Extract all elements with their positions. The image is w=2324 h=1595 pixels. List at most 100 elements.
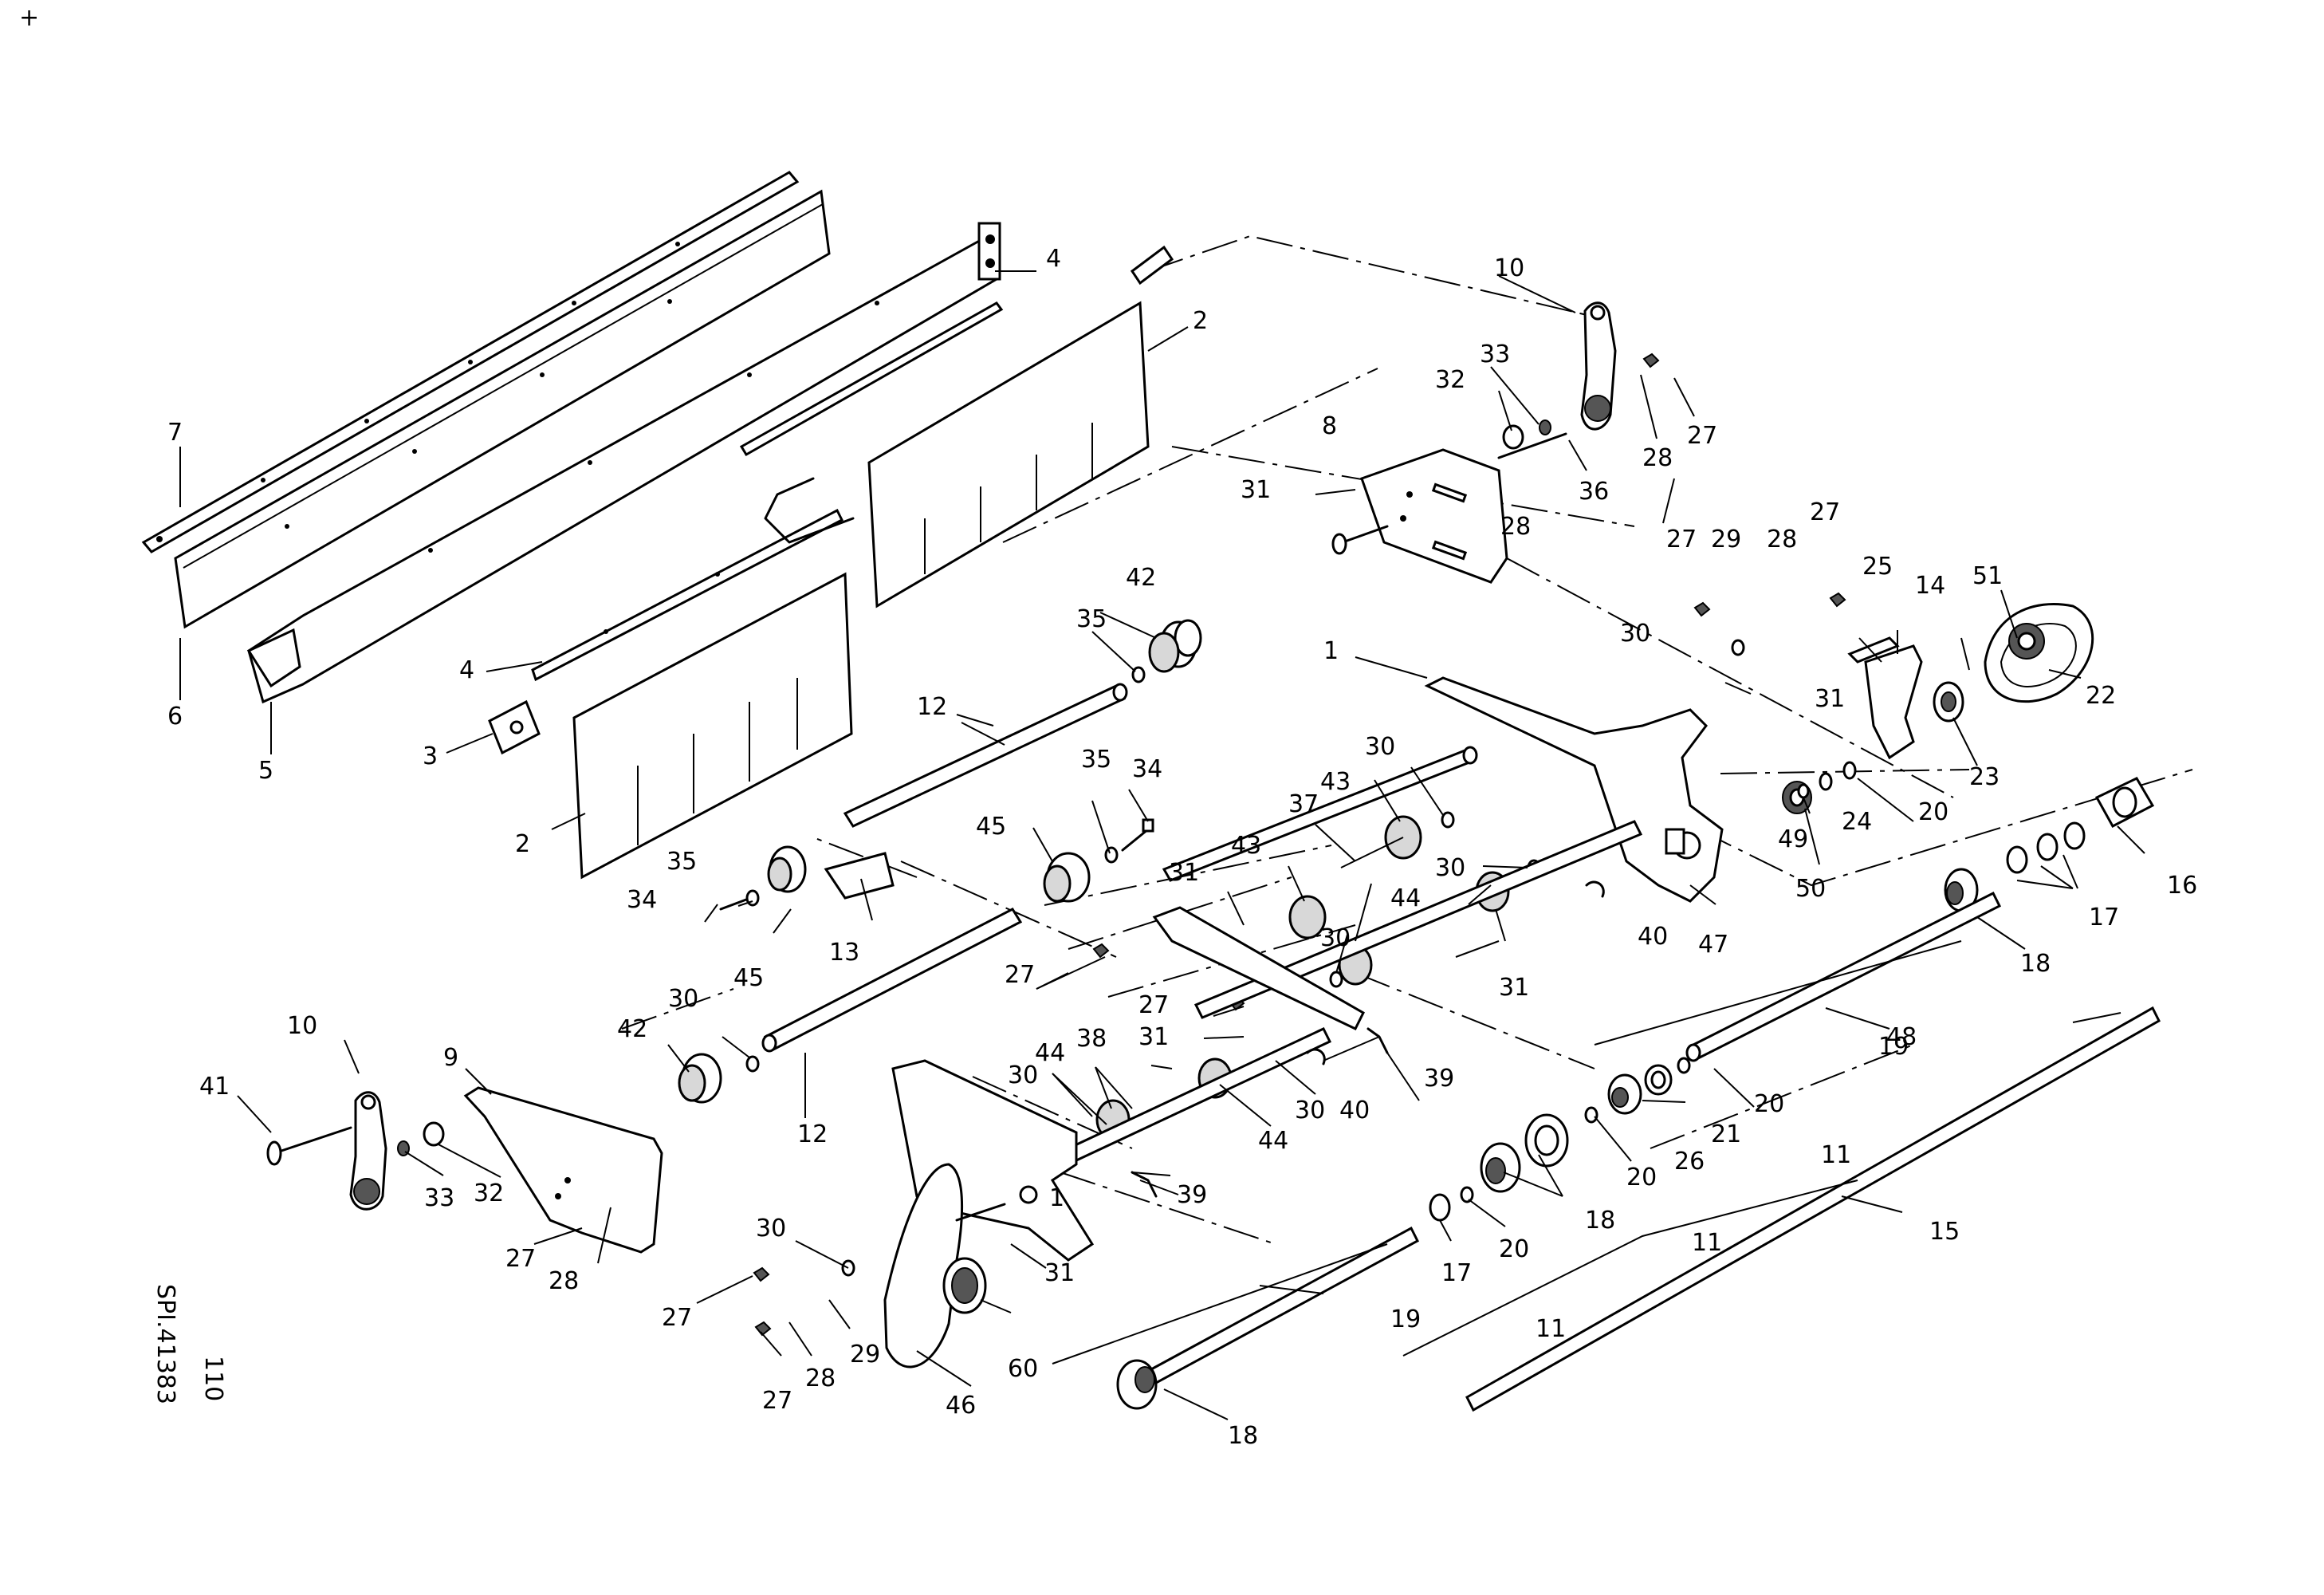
callout: 36 bbox=[1579, 478, 1609, 506]
washer-49 bbox=[1797, 783, 1810, 799]
callout: 35 bbox=[1076, 605, 1107, 633]
ring-24-20-right bbox=[1819, 761, 1857, 791]
pulley-26 bbox=[1607, 1073, 1642, 1115]
callout: 8 bbox=[1322, 412, 1337, 440]
clip-40-b bbox=[1306, 1048, 1326, 1065]
callout: 47 bbox=[1698, 931, 1728, 959]
callout: 12 bbox=[917, 693, 947, 721]
washer-20-lower bbox=[1460, 1186, 1474, 1203]
screw-34-lower bbox=[719, 898, 748, 911]
washer-35-upper bbox=[1131, 666, 1146, 683]
drawing-reference-code: SPI.41383 bbox=[151, 1284, 179, 1404]
callout: 3 bbox=[423, 742, 438, 770]
washer-20-mid bbox=[1584, 1106, 1598, 1124]
strip-7 bbox=[141, 171, 800, 553]
shaft-12-lower bbox=[761, 908, 1023, 1053]
callout: 2 bbox=[1193, 307, 1208, 335]
side-plate-9 bbox=[463, 1086, 663, 1254]
callout-labels: 7 6 5 3 4 4 2 2 10 33 32 8 36 28 28 27 3… bbox=[167, 245, 2197, 1450]
callout: 17 bbox=[2089, 904, 2119, 931]
callout: 37 bbox=[1288, 790, 1319, 818]
shaft-12-upper bbox=[843, 683, 1128, 828]
callout: 29 bbox=[1711, 526, 1741, 553]
callout: 35 bbox=[1081, 746, 1111, 774]
callout: 31 bbox=[1815, 685, 1845, 713]
callout: 41 bbox=[199, 1073, 230, 1101]
callout: 5 bbox=[258, 757, 273, 785]
callout: 4 bbox=[1046, 245, 1061, 273]
callout: 19 bbox=[1878, 1033, 1909, 1061]
shaft-19-right bbox=[1685, 891, 2002, 1062]
callout: 27 bbox=[1810, 498, 1840, 526]
washer-20-center bbox=[1677, 1057, 1691, 1074]
callout: 6 bbox=[167, 703, 183, 731]
bushing-17-lower bbox=[1429, 1193, 1451, 1222]
callout: 32 bbox=[1435, 366, 1465, 394]
drawing-reference: 110 bbox=[199, 1356, 227, 1401]
screw-31-plate8 bbox=[1331, 525, 1389, 555]
callout: 20 bbox=[1626, 1164, 1657, 1191]
callout: 60 bbox=[1008, 1355, 1038, 1383]
assembly-centerlines bbox=[621, 234, 2193, 1245]
callout: 51 bbox=[1972, 562, 2003, 590]
callout: 19 bbox=[1390, 1306, 1421, 1333]
gear-21 bbox=[1644, 1064, 1673, 1096]
panel-6 bbox=[174, 189, 831, 629]
callout: 33 bbox=[424, 1184, 454, 1212]
washer-35-mid bbox=[1104, 846, 1119, 864]
callout: 38 bbox=[1076, 1025, 1107, 1053]
callout: 46 bbox=[946, 1392, 976, 1420]
gear-23 bbox=[1933, 681, 1964, 723]
pulley-60 bbox=[942, 1257, 987, 1314]
callout: 40 bbox=[1339, 1097, 1370, 1124]
callout: 35 bbox=[667, 848, 697, 876]
washer-30-a bbox=[745, 1055, 760, 1073]
roller-45-upper bbox=[1043, 852, 1091, 903]
callout: 27 bbox=[1666, 526, 1697, 553]
svg-text:1: 1 bbox=[1049, 1184, 1064, 1212]
washer-30-f bbox=[1731, 639, 1745, 656]
callout: 18 bbox=[2020, 950, 2051, 978]
washer-33-upper bbox=[1539, 419, 1551, 435]
callout: 20 bbox=[1754, 1090, 1784, 1118]
callout: 28 bbox=[805, 1365, 836, 1392]
callout: 20 bbox=[1499, 1235, 1529, 1263]
callout: 27 bbox=[1687, 422, 1717, 450]
callout: 48 bbox=[1886, 1023, 1917, 1051]
leader-lines bbox=[179, 270, 2145, 1420]
bent-shaft-4 bbox=[764, 245, 1174, 544]
spacer-32-lower bbox=[423, 1121, 445, 1147]
callout: 30 bbox=[1008, 1061, 1038, 1089]
bracket-1-center bbox=[1152, 906, 1365, 1030]
roller-42-upper bbox=[1148, 619, 1202, 673]
callout: 27 bbox=[505, 1245, 536, 1273]
bracket-3 bbox=[488, 699, 541, 755]
callout: 30 bbox=[1365, 733, 1395, 761]
main-frame-1 bbox=[1424, 676, 1724, 903]
callout: 27 bbox=[1138, 991, 1169, 1019]
callout: 30 bbox=[1295, 1097, 1325, 1124]
callout: 28 bbox=[1642, 444, 1673, 472]
callout: 42 bbox=[617, 1015, 647, 1043]
callout: 34 bbox=[627, 886, 657, 914]
callout: 27 bbox=[662, 1304, 692, 1332]
callout: 43 bbox=[1231, 832, 1261, 860]
flap-panel-2-lower bbox=[572, 572, 853, 880]
sprocket-51 bbox=[2008, 623, 2045, 660]
callout: 14 bbox=[1915, 572, 1945, 600]
clip-39-b bbox=[1131, 1171, 1158, 1198]
callout: 30 bbox=[1435, 854, 1465, 882]
callout: 11 bbox=[1536, 1315, 1566, 1343]
screw-34-upper bbox=[1121, 818, 1154, 852]
callout: 43 bbox=[1320, 768, 1351, 796]
callout: 31 bbox=[1499, 974, 1529, 1002]
callout: 25 bbox=[1862, 553, 1893, 581]
callout: 29 bbox=[850, 1341, 880, 1369]
callout: 31 bbox=[1169, 859, 1199, 887]
callout: 2 bbox=[515, 830, 530, 858]
callout: 39 bbox=[1177, 1181, 1207, 1209]
callout: 10 bbox=[287, 1012, 317, 1040]
callout: 22 bbox=[2086, 682, 2116, 710]
callout: 27 bbox=[1005, 961, 1035, 989]
callout: 9 bbox=[443, 1044, 458, 1072]
